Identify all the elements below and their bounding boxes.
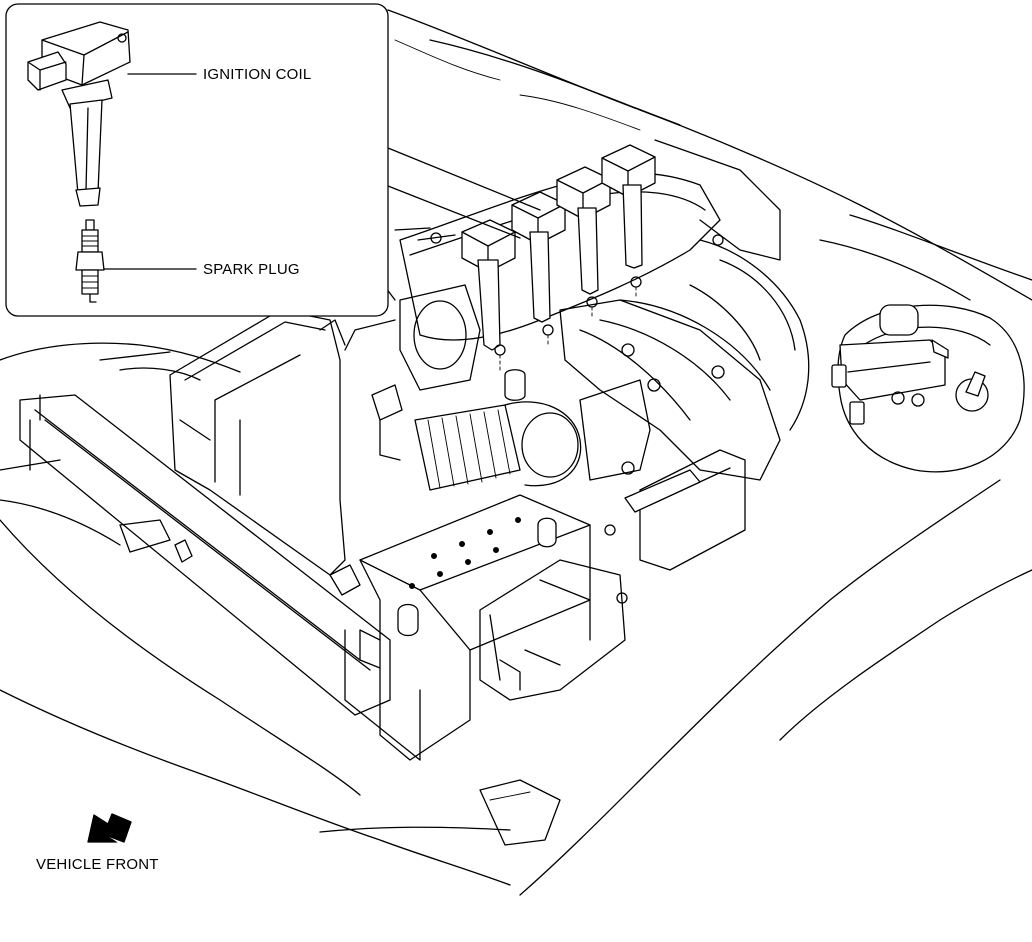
spark-plug-detail <box>75 219 105 303</box>
radiator <box>0 351 421 761</box>
intake-hose <box>371 369 582 491</box>
brake-booster <box>831 304 1025 473</box>
ignition-coil-detail <box>27 21 131 207</box>
spark-plug-label: SPARK PLUG <box>203 261 300 278</box>
battery <box>359 494 591 761</box>
callout-lines <box>387 147 541 239</box>
coil-1 <box>461 219 516 356</box>
ignition-coil-label: IGNITION COIL <box>203 66 312 83</box>
detail-inset <box>5 3 389 317</box>
arrow-down-left-icon <box>87 813 132 843</box>
vehicle-front-label: VEHICLE FRONT <box>36 856 159 873</box>
vehicle-body-outline <box>0 9 1032 896</box>
coil-4 <box>601 144 656 288</box>
fuse-box <box>479 559 626 701</box>
ignition-coils-installed <box>461 144 656 371</box>
air-cleaner-box <box>169 309 346 576</box>
coil-3 <box>556 166 611 308</box>
intake-manifold <box>399 139 810 604</box>
